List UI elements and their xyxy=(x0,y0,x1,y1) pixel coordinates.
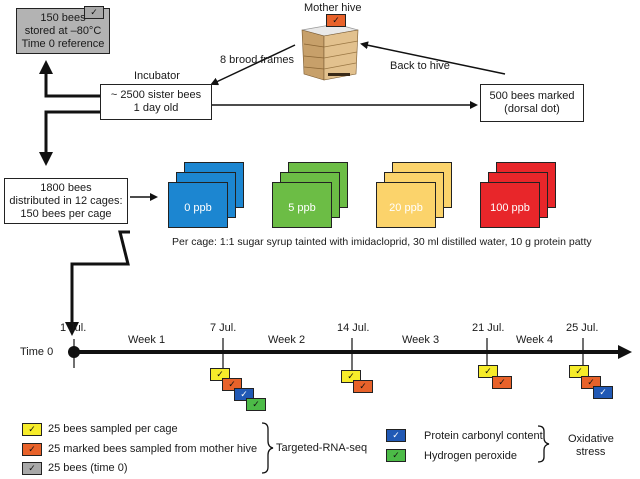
treatment-label: 100 ppb xyxy=(490,202,530,214)
arrow-brood-frames xyxy=(210,44,296,86)
legend-green-label: Hydrogen peroxide xyxy=(424,450,517,462)
legend-orange-label: 25 marked bees sampled from mother hive xyxy=(48,443,258,455)
oxidative-label: Oxidative xyxy=(568,433,614,445)
reference-line1: 150 bees xyxy=(40,11,86,24)
legend-blue-icon: ✓ xyxy=(386,429,406,442)
sample-orange-icon: ✓ xyxy=(222,378,242,391)
sample-yellow-icon: ✓ xyxy=(341,370,361,383)
sample-green-icon: ✓ xyxy=(246,398,266,411)
per-cage-note: Per cage: 1:1 sugar syrup tainted with i… xyxy=(172,236,592,248)
incubator-line2: 1 day old xyxy=(133,102,179,114)
back-to-hive-label: Back to hive xyxy=(390,60,450,72)
legend-yellow-label: 25 bees sampled per cage xyxy=(48,423,178,435)
sample-blue-icon: ✓ xyxy=(234,388,254,401)
time0-label: Time 0 xyxy=(20,346,54,358)
date-label: 7 Jul. xyxy=(210,322,237,334)
sample-orange-icon: ✓ xyxy=(492,376,512,389)
date-label: 25 Jul. xyxy=(566,322,599,334)
cages-line1: 1800 bees xyxy=(40,181,92,194)
treatment-label: 5 ppb xyxy=(288,202,316,214)
sample-yellow-icon: ✓ xyxy=(478,365,498,378)
reference-check-icon: ✓ xyxy=(84,6,104,19)
sample-blue-icon: ✓ xyxy=(593,386,613,399)
sample-orange-icon: ✓ xyxy=(581,376,601,389)
week-label: Week 1 xyxy=(128,334,166,346)
week-label: Week 3 xyxy=(402,334,440,346)
arrow-back-to-hive xyxy=(360,41,506,75)
treatment-label: 0 ppb xyxy=(184,202,212,214)
reference-line2: stored at –80°C xyxy=(24,24,102,37)
marked-bees-box: 500 bees marked (dorsal dot) xyxy=(480,84,584,122)
mother-hive-label: Mother hive xyxy=(304,2,362,14)
sample-yellow-icon: ✓ xyxy=(569,365,589,378)
date-label: 1 Jul. xyxy=(60,322,87,334)
legend-gray-label: 25 bees (time 0) xyxy=(48,462,128,474)
legend-blue-label: Protein carbonyl content xyxy=(424,430,543,442)
bracket-oxidative xyxy=(537,425,550,463)
arrow-to-cages xyxy=(39,110,100,166)
cages-line3: 150 bees per cage xyxy=(20,207,112,220)
marked-line2: (dorsal dot) xyxy=(504,103,560,115)
legend-orange-icon: ✓ xyxy=(22,443,42,456)
cages-line2: distributed in 12 cages: xyxy=(9,194,123,207)
treatment-label: 20 ppb xyxy=(389,202,423,214)
arrow-to-reference xyxy=(39,60,100,98)
hive-check-icon: ✓ xyxy=(326,14,346,27)
reference-line3: Time 0 reference xyxy=(21,37,105,50)
targeted-rnaseq-label: Targeted-RNA-seq xyxy=(276,442,368,454)
legend-yellow-icon: ✓ xyxy=(22,423,42,436)
stress-label: stress xyxy=(576,446,606,458)
incubator-label: Incubator xyxy=(134,70,180,82)
incubator-line1: ~ 2500 sister bees xyxy=(110,89,202,101)
sample-yellow-icon: ✓ xyxy=(210,368,230,381)
bracket-targeted xyxy=(261,422,274,474)
week-label: Week 4 xyxy=(516,334,554,346)
week-label: Week 2 xyxy=(268,334,306,346)
incubator-box: ~ 2500 sister bees 1 day old xyxy=(100,84,212,120)
timeline-start-path xyxy=(65,230,130,336)
marked-line1: 500 bees marked xyxy=(489,90,575,102)
date-label: 21 Jul. xyxy=(472,322,505,334)
legend-gray-icon: ✓ xyxy=(22,462,42,475)
date-label: 14 Jul. xyxy=(337,322,370,334)
beehive-image xyxy=(301,23,359,81)
sample-orange-icon: ✓ xyxy=(353,380,373,393)
brood-frames-label: 8 brood frames xyxy=(220,54,294,66)
cages-box: 1800 bees distributed in 12 cages: 150 b… xyxy=(4,178,128,224)
legend-green-icon: ✓ xyxy=(386,449,406,462)
